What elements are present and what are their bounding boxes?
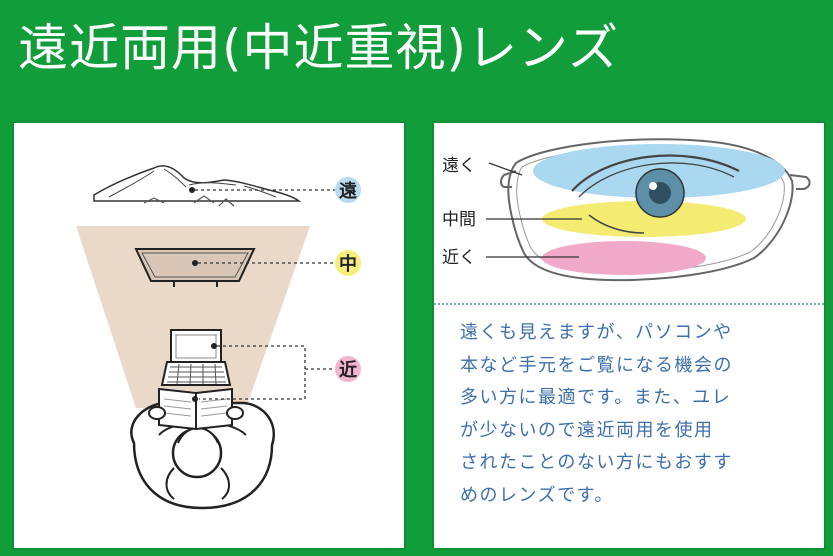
zone-intermediate bbox=[542, 201, 746, 237]
description-line: 遠くも見えますが、パソコンや bbox=[460, 322, 733, 343]
laptop-icon bbox=[160, 329, 232, 386]
reading-person-icon bbox=[130, 387, 275, 510]
lens-zone-illustration: 遠く 中間 近く bbox=[442, 138, 811, 282]
monitor-icon bbox=[134, 248, 256, 287]
zone-leader-lines bbox=[486, 162, 582, 258]
zone-far-label: 遠く bbox=[442, 156, 476, 176]
eye-icon bbox=[571, 154, 740, 234]
viewing-distance-illustration: 遠 中 近 bbox=[76, 165, 361, 510]
description-line: が少ないので遠近両用を使用 bbox=[460, 419, 714, 441]
description-line: 本など手元をご覧になる機会の bbox=[460, 354, 733, 376]
description-text: 遠くも見えますが、パソコンや 本など手元をご覧になる機会の 多い方に最適です。ま… bbox=[460, 317, 810, 512]
marker-mid: 中 bbox=[335, 250, 361, 276]
marker-far-label: 遠 bbox=[339, 181, 357, 202]
zone-intermediate-label: 中間 bbox=[442, 210, 476, 230]
leader-lines bbox=[195, 189, 335, 400]
marker-near-circle bbox=[335, 356, 361, 382]
mountain-icon bbox=[93, 165, 302, 207]
lens-zone-panel: 遠く 中間 近く 遠くも見えますが、パソコンや 本など手元をご覧になる機会の 多… bbox=[432, 121, 826, 550]
marker-mid-circle bbox=[335, 250, 361, 276]
marker-far: 遠 bbox=[335, 177, 361, 203]
description-line: 多い方に最適です。また、ユレ bbox=[460, 387, 732, 408]
zone-near-label: 近く bbox=[442, 248, 476, 268]
marker-near: 近 bbox=[335, 356, 361, 382]
description-line: されたことのない方にもおすす bbox=[460, 452, 733, 473]
zone-near bbox=[542, 241, 706, 275]
marker-near-label: 近 bbox=[339, 359, 357, 381]
dotted-divider bbox=[434, 303, 824, 305]
viewing-distance-panel: 遠 中 近 bbox=[12, 121, 406, 550]
marker-mid-label: 中 bbox=[339, 253, 357, 275]
marker-far-circle bbox=[335, 177, 361, 203]
description-line: めのレンズです。 bbox=[460, 484, 614, 506]
vision-cone bbox=[76, 226, 310, 408]
page-title: 遠近両用(中近重視)レンズ bbox=[18, 19, 620, 77]
